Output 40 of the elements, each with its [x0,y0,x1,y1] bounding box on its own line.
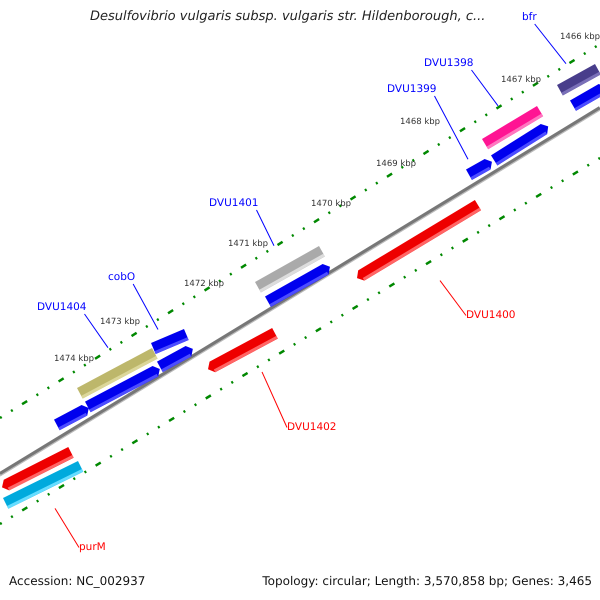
genome-info: Topology: circular; Length: 3,570,858 bp; Genes: 3,465 [262,574,592,588]
gene-bar [3,460,84,508]
position-label: 1473 kbp [100,317,140,328]
gene-bar [54,405,89,430]
leader-line [54,508,80,548]
position-label: 1469 kbp [376,159,416,170]
gene-bar [208,328,278,372]
gene-bar [85,366,160,412]
gene-bar [265,264,330,308]
gene-label: DVU1401 [209,197,258,210]
leader-line [534,24,566,64]
gene-label: bfr [522,11,537,24]
gene-label: DVU1400 [466,309,516,322]
accession-label: Accession: NC_002937 [9,574,146,588]
position-label: 1474 kbp [54,354,94,365]
gene-bar [157,346,193,372]
leader-line [434,96,468,160]
gene-label: DVU1398 [424,57,474,70]
position-label: 1470 kbp [311,199,352,210]
gene-label: DVU1402 [287,421,336,434]
leader-line [262,371,288,428]
gene-label: DVU1404 [37,301,86,314]
leader-line [256,210,274,246]
chart-title: Desulfovibrio vulgaris subsp. vulgaris str. Hildenborough, c... [90,9,486,24]
leader-line [84,314,108,348]
position-label: 1467 kbp [501,75,542,86]
gene-bar [570,84,600,112]
gene-label: DVU1399 [387,83,436,96]
leader-line [132,284,158,330]
leader-line [440,280,466,316]
position-label: 1471 kbp [228,239,268,250]
gene-label: purM [79,541,106,554]
gene-bar [357,200,482,281]
gene-bar [490,124,548,166]
gene-bar [466,159,492,180]
leader-line [471,70,498,106]
gene-label: cobO [108,271,136,284]
position-label: 1466 kbp [560,32,600,43]
position-label: 1472 kbp [184,279,224,290]
position-label: 1468 kbp [400,117,440,128]
